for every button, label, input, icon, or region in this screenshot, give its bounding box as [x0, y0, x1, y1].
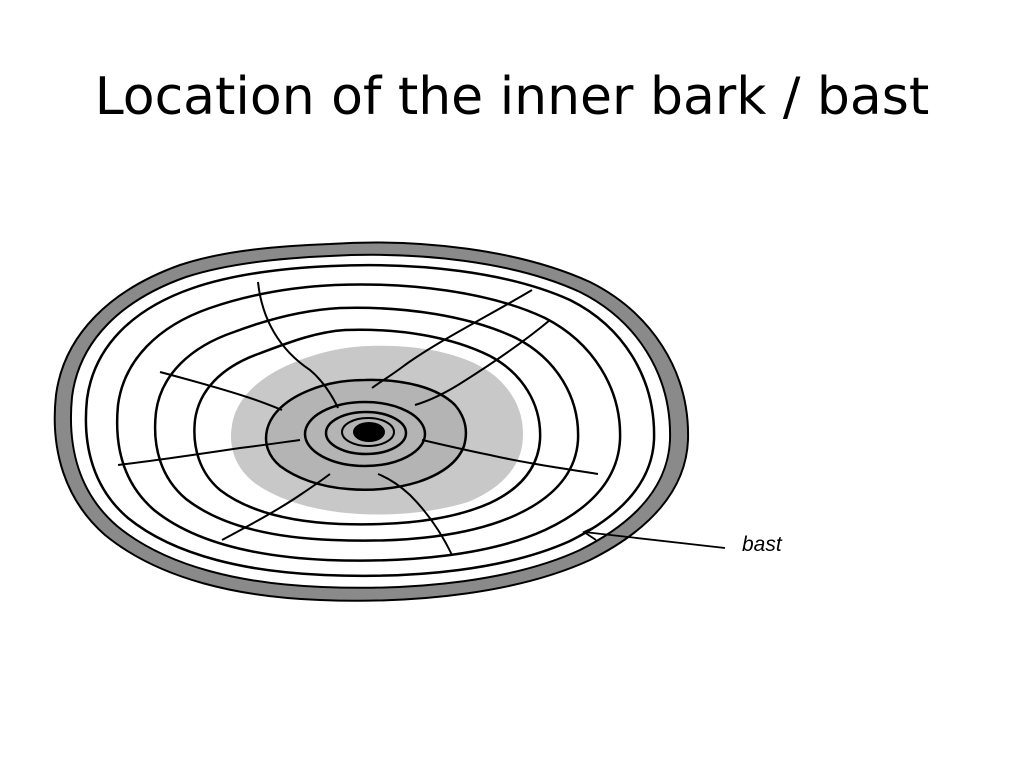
ray-lower-left	[221, 473, 331, 541]
medullary-rays	[117, 281, 599, 556]
ray-right	[421, 439, 599, 475]
arrow-head	[582, 525, 598, 541]
ray-left-lower	[117, 439, 301, 466]
growth-ring-2	[153, 306, 580, 542]
ray-bottom	[377, 473, 453, 556]
pith-ring-outer	[303, 400, 427, 468]
ray-upper-right-2	[414, 319, 551, 406]
pith-ring-middle	[324, 410, 408, 456]
cambium-line	[84, 263, 656, 578]
slide-title: Location of the inner bark / bast	[94, 67, 930, 127]
pith-ring-inner	[341, 417, 395, 447]
growth-ring-3	[193, 328, 542, 526]
bast-callout-arrow	[582, 525, 726, 549]
ray-left	[159, 371, 283, 411]
pith	[353, 422, 385, 442]
growth-ring-1	[115, 283, 622, 562]
ray-top	[257, 281, 339, 409]
ray-upper-right-1	[371, 289, 533, 389]
bast-label: bast	[742, 533, 783, 556]
arrow-line	[583, 531, 726, 549]
